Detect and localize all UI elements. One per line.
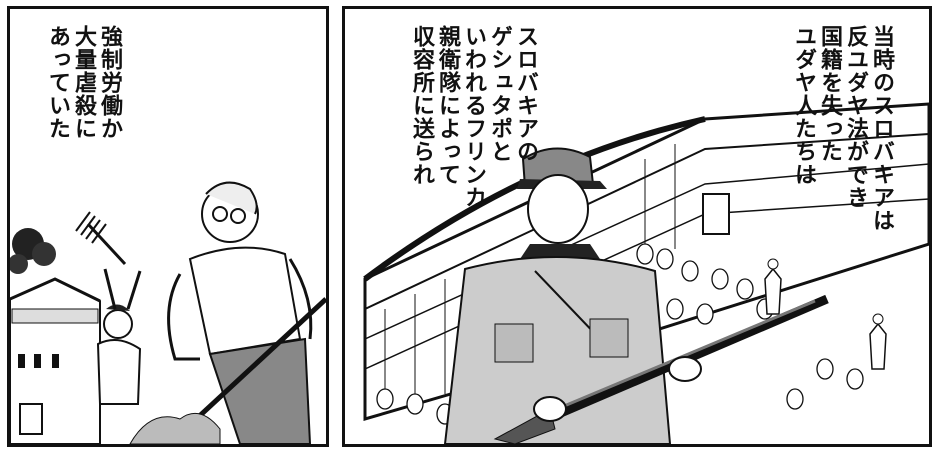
caption-line: ゲシュタポと bbox=[487, 25, 512, 163]
caption-line: ユダヤ人たちは bbox=[791, 25, 816, 186]
caption-line: 当時のスロバキアは bbox=[869, 25, 894, 232]
caption-line: 収容所に送られ bbox=[409, 25, 434, 186]
caption-line: 強制労働か bbox=[97, 25, 122, 140]
caption-line: 親衛隊によって bbox=[435, 25, 460, 186]
caption-line: 反ユダヤ法ができ bbox=[843, 25, 868, 209]
caption-line: スロバキアの bbox=[513, 25, 538, 163]
right-panel-illustration bbox=[363, 102, 929, 444]
caption-line: 国籍を失った bbox=[817, 25, 842, 163]
right-panel: 当時のスロバキアは 反ユダヤ法ができ 国籍を失った ユダヤ人たちは スロバキアの… bbox=[342, 6, 932, 447]
caption-line: 大量虐殺に bbox=[71, 25, 96, 140]
left-panel-illustration bbox=[10, 181, 326, 444]
left-panel: 強制労働か 大量虐殺に あっていた bbox=[7, 6, 329, 447]
caption-line: あっていた bbox=[45, 25, 70, 140]
caption-line: いわれるフリンカ bbox=[461, 25, 486, 209]
